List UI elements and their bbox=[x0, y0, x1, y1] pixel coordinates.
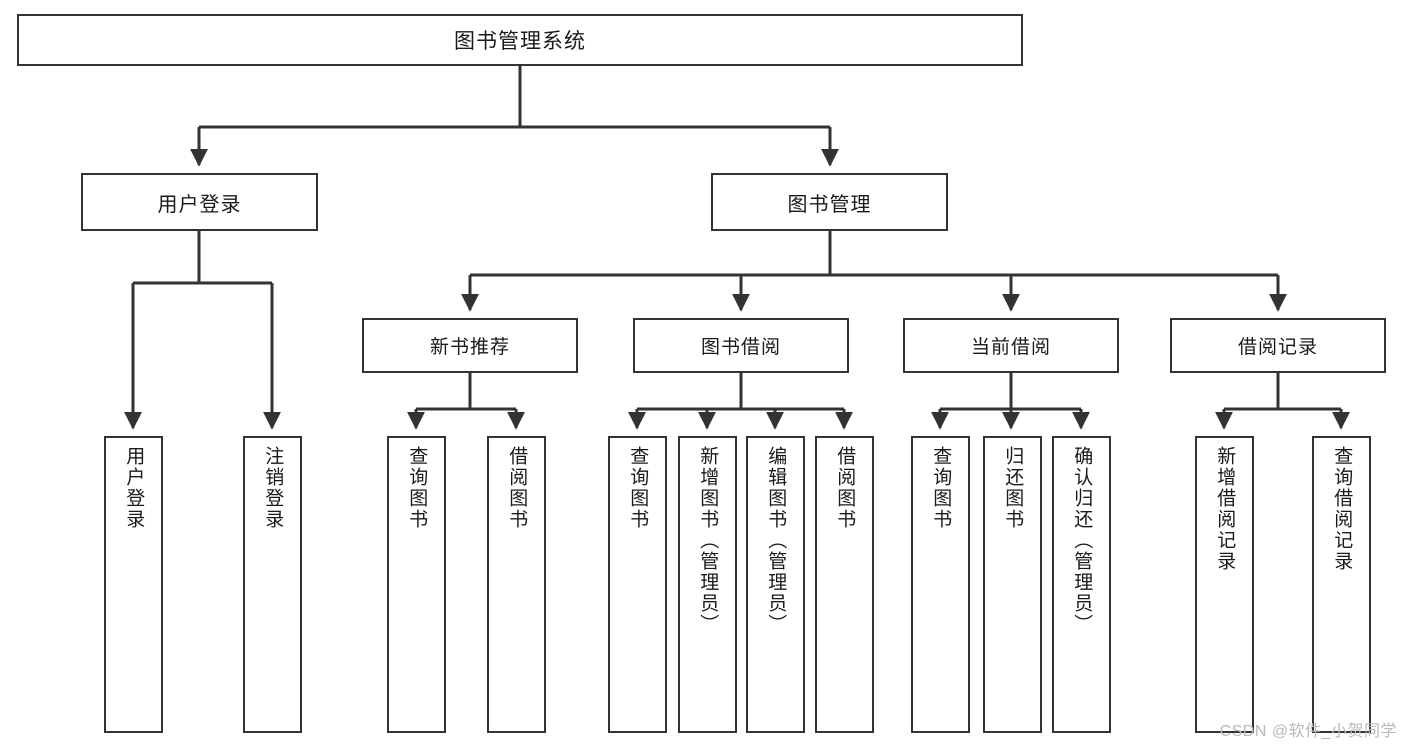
leaf-query-record[interactable]: 查询借阅记录 bbox=[1312, 436, 1371, 733]
node-label: 确认归还（管理员） bbox=[1071, 446, 1093, 635]
leaf-user-login[interactable]: 用户登录 bbox=[104, 436, 163, 733]
node-label: 查询图书 bbox=[406, 446, 428, 530]
leaf-logout[interactable]: 注销登录 bbox=[243, 436, 302, 733]
leaf-query-book-1[interactable]: 查询图书 bbox=[387, 436, 446, 733]
leaf-query-book-3[interactable]: 查询图书 bbox=[911, 436, 970, 733]
leaf-confirm-return[interactable]: 确认归还（管理员） bbox=[1052, 436, 1111, 733]
leaf-query-book-2[interactable]: 查询图书 bbox=[608, 436, 667, 733]
leaf-borrow-book-2[interactable]: 借阅图书 bbox=[815, 436, 874, 733]
node-label: 注销登录 bbox=[262, 446, 284, 530]
node-label: 新增图书（管理员） bbox=[697, 446, 719, 635]
node-book-borrow[interactable]: 图书借阅 bbox=[633, 318, 849, 373]
leaf-return-book[interactable]: 归还图书 bbox=[983, 436, 1042, 733]
node-label: 查询借阅记录 bbox=[1331, 446, 1353, 572]
node-label: 归还图书 bbox=[1002, 446, 1024, 530]
leaf-edit-book[interactable]: 编辑图书（管理员） bbox=[746, 436, 805, 733]
node-label: 查询图书 bbox=[627, 446, 649, 530]
node-label: 借阅记录 bbox=[1237, 337, 1318, 358]
leaf-add-record[interactable]: 新增借阅记录 bbox=[1195, 436, 1254, 733]
node-label: 当前借阅 bbox=[970, 337, 1051, 358]
node-label: 新增借阅记录 bbox=[1214, 446, 1236, 572]
leaf-borrow-book-1[interactable]: 借阅图书 bbox=[487, 436, 546, 733]
node-user-login[interactable]: 用户登录 bbox=[81, 173, 318, 231]
csdn-watermark: CSDN @软件_小贺同学 bbox=[1219, 723, 1397, 740]
node-borrow-record[interactable]: 借阅记录 bbox=[1170, 318, 1386, 373]
node-book-manage[interactable]: 图书管理 bbox=[711, 173, 948, 231]
node-label: 新书推荐 bbox=[429, 337, 510, 358]
node-label: 用户登录 bbox=[157, 193, 242, 216]
node-label: 借阅图书 bbox=[834, 446, 856, 530]
node-root[interactable]: 图书管理系统 bbox=[17, 14, 1023, 66]
node-label: 用户登录 bbox=[123, 446, 145, 530]
node-current-borrow[interactable]: 当前借阅 bbox=[903, 318, 1119, 373]
node-label: 图书管理 bbox=[787, 193, 872, 216]
node-label: 图书管理系统 bbox=[454, 30, 586, 53]
node-new-book-recommend[interactable]: 新书推荐 bbox=[362, 318, 578, 373]
node-label: 查询图书 bbox=[930, 446, 952, 530]
node-label: 编辑图书（管理员） bbox=[765, 446, 787, 635]
node-label: 借阅图书 bbox=[506, 446, 528, 530]
leaf-add-book[interactable]: 新增图书（管理员） bbox=[678, 436, 737, 733]
node-label: 图书借阅 bbox=[700, 337, 781, 358]
